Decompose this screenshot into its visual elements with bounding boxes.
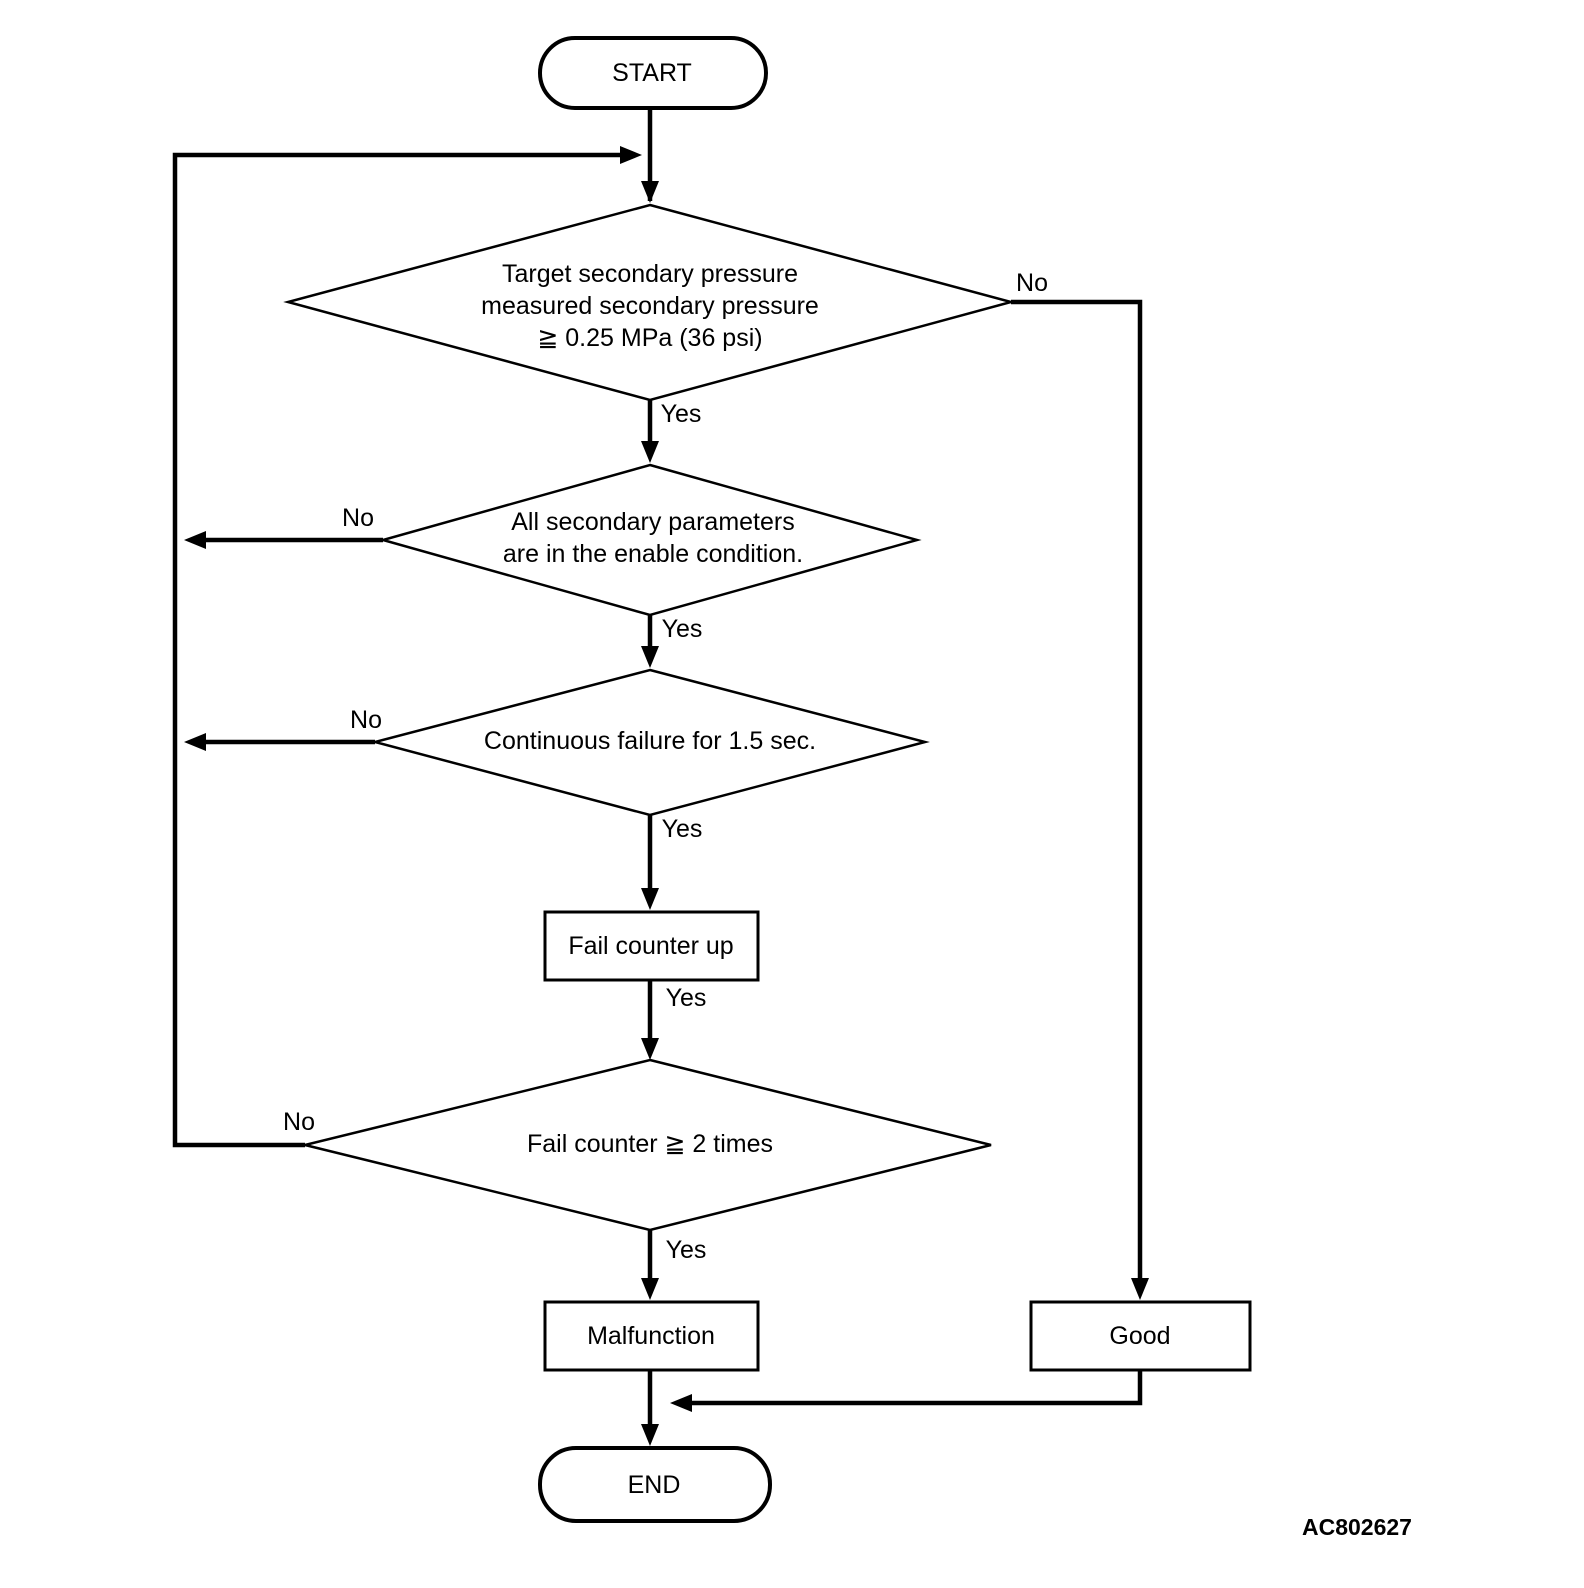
decision4-shape: [304, 1058, 992, 1232]
arrowhead-decision3-no: [184, 733, 206, 751]
arrowhead-decision2-no: [184, 531, 206, 549]
arrowhead-into-counter: [641, 888, 659, 910]
fail-counter-shape: [543, 910, 760, 982]
arrowhead-into-decision1: [641, 181, 659, 203]
arrowhead-into-decision4: [641, 1038, 659, 1060]
good-shape: [1029, 1300, 1252, 1372]
decision2-shape: [378, 463, 922, 617]
edge-good-to-merge: [676, 1370, 1143, 1406]
arrowhead-into-decision2: [641, 441, 659, 463]
edge-loop-return: [172, 152, 634, 1148]
malfunction-shape: [543, 1300, 760, 1372]
end-node-shape: [538, 1446, 772, 1523]
decision1-shape: [283, 203, 1016, 402]
decision3-shape: [370, 668, 930, 817]
arrowhead-into-good: [1131, 1278, 1149, 1300]
arrowhead-into-decision3: [641, 646, 659, 668]
start-node-shape: [538, 36, 768, 110]
arrowhead-good-merge: [670, 1394, 692, 1412]
edge-decision1-no-to-good: [1011, 299, 1143, 1294]
arrowhead-loop-merge: [620, 146, 642, 164]
arrowhead-into-malfunction: [641, 1278, 659, 1300]
arrowhead-into-end: [641, 1424, 659, 1446]
